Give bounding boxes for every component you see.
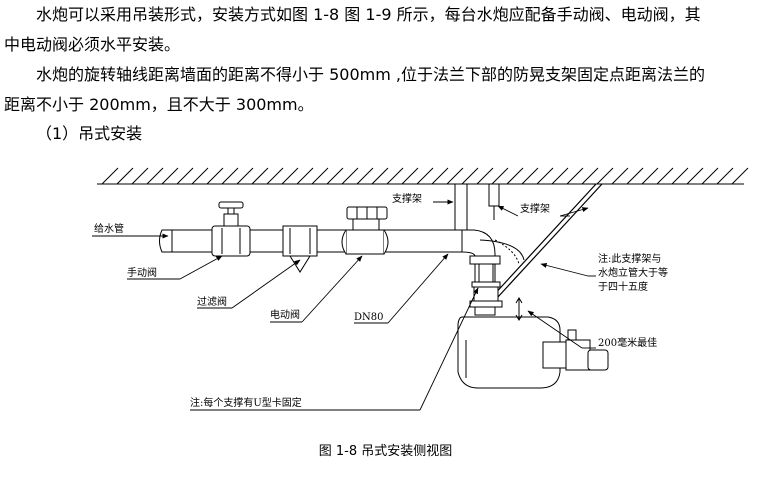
paragraph-1-line-2: 中电动阀必须水平安装。 [4, 35, 181, 54]
figure-caption: 图 1-8 吊式安装侧视图 [318, 444, 453, 459]
water-cannon [457, 316, 609, 389]
label-support-frame-right: 支撑架 [520, 202, 550, 215]
manual-valve [211, 201, 251, 257]
label-note-u-bolt: 注:每个支撑有U型卡固定 [190, 396, 302, 409]
diagonal-support-brace [490, 183, 603, 299]
label-filter-valve: 过滤阀 [197, 295, 227, 308]
paragraph-1-line-1: 水炮可以采用吊装形式，安装方式如图 1-8 图 1-9 所示，每台水炮应配备手动… [36, 5, 701, 24]
ceiling-hatching [101, 167, 749, 185]
vertical-support-frame [454, 183, 500, 237]
label-note-45-line3: 于四十五度 [598, 280, 648, 293]
label-200mm-best: 200毫米最佳 [598, 336, 657, 349]
hanging-installation-diagram: 支撑架 支撑架 给水管 手动阀 过滤阀 电动阀 DN80 注:此支撑架与 水炮立… [92, 167, 749, 411]
label-note-45-line2: 水炮立管大于等 [598, 266, 668, 279]
electric-valve [341, 206, 389, 255]
filter-valve [282, 225, 318, 273]
paragraph-2-line-1: 水炮的旋转轴线距离墙面的距离不得小于 500mm ,位于法兰下部的防晃支架固定点… [36, 65, 705, 84]
label-note-45-line1: 注:此支撑架与 [598, 252, 661, 265]
paragraph-2-line-2: 距离不小于 200mm，且不大于 300mm。 [4, 95, 314, 114]
label-water-pipe: 给水管 [94, 222, 124, 235]
label-electric-valve: 电动阀 [270, 308, 300, 321]
dimension-200mm [515, 297, 523, 321]
pipe-elbow-riser [461, 229, 525, 316]
label-dn80: DN80 [354, 312, 384, 323]
label-support-frame-left: 支撑架 [392, 192, 422, 205]
leader-arrows [92, 199, 596, 411]
label-manual-valve: 手动阀 [127, 266, 157, 279]
section-heading: （1）吊式安装 [36, 124, 143, 143]
ceiling [97, 167, 749, 185]
